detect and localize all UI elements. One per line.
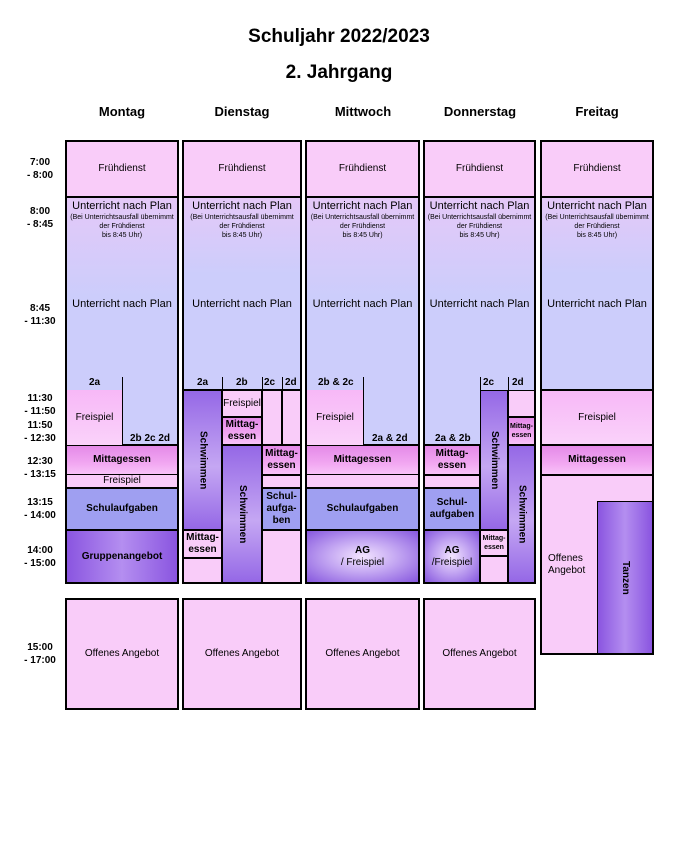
day-header-dienstag: Dienstag xyxy=(214,104,270,119)
time-label: 13:15- 14:00 xyxy=(24,497,56,521)
donnerstag-schwimmen-2c: Schwimmen xyxy=(480,390,508,530)
donnerstag-2c-end xyxy=(480,556,508,583)
time-label: 12:30- 13:15 xyxy=(24,456,56,480)
dienstag-fruehdienst: Frühdienst xyxy=(183,141,301,197)
day-header-mittwoch: Mittwoch xyxy=(334,104,392,119)
donnerstag-schulaufgaben: Schul-aufgaben xyxy=(424,488,480,530)
dienstag-freispiel-2b: Freispiel xyxy=(222,390,262,417)
dienstag-schulaufgaben-2cd: Schul-aufga-ben xyxy=(262,488,301,530)
day-header-montag: Montag xyxy=(98,104,146,119)
montag-gruppenangebot: Gruppenangebot xyxy=(66,530,178,583)
dienstag-mittagessen-2b: Mittag-essen xyxy=(222,417,262,445)
page-title: Schuljahr 2022/2023 xyxy=(248,26,430,47)
time-label: 7:00- 8:00 xyxy=(26,157,54,181)
mittwoch-fruehdienst: Frühdienst xyxy=(306,141,419,197)
day-header-donnerstag: Donnerstag xyxy=(443,104,517,119)
montag-offenes-angebot: Offenes Angebot xyxy=(66,599,178,709)
dienstag-group-2c: 2c xyxy=(264,377,276,388)
donnerstag-ag-freispiel: AG/Freispiel xyxy=(424,530,480,583)
dienstag-schwimmen-2a: Schwimmen xyxy=(183,390,222,530)
donnerstag-mittagessen-2c: Mittag-essen xyxy=(480,530,508,556)
dienstag-2a-end xyxy=(183,558,222,583)
dienstag-group-2b: 2b xyxy=(236,377,248,388)
donnerstag-schwimmen-2d: Schwimmen xyxy=(508,445,535,583)
dienstag-group-2d: 2d xyxy=(285,377,297,388)
mittwoch-mittagessen: Mittagessen xyxy=(306,445,419,475)
mittwoch-group-2b2c: 2b & 2c xyxy=(318,377,354,388)
donnerstag-2d-start xyxy=(508,390,535,417)
montag-fruehdienst: Frühdienst xyxy=(66,141,178,197)
freitag-freispiel: Freispiel xyxy=(541,390,653,445)
donnerstag-fruehdienst: Frühdienst xyxy=(424,141,535,197)
donnerstag-group-2a2b: 2a & 2b xyxy=(435,433,471,444)
time-label: 11:30- 11:50 xyxy=(24,393,56,417)
donnerstag-group-2c: 2c xyxy=(483,377,495,388)
day-header-freitag: Freitag xyxy=(575,104,619,119)
freitag-unterricht: Unterricht nach Plan (Bei Unterrichtsaus… xyxy=(541,197,653,390)
donnerstag-group-2d: 2d xyxy=(512,377,524,388)
donnerstag-mittagessen-2d: Mittag-essen xyxy=(508,417,535,445)
donnerstag-mittagessen-2a2b: Mittag-essen xyxy=(424,445,480,475)
dienstag-offenes-angebot: Offenes Angebot xyxy=(183,599,301,709)
time-label: 14:00- 15:00 xyxy=(24,545,56,569)
dienstag-group-2a: 2a xyxy=(197,377,209,388)
donnerstag-offenes-angebot: Offenes Angebot xyxy=(424,599,535,709)
montag-group-2bcd: 2b 2c 2d xyxy=(130,433,171,444)
dienstag-mittagessen-2a: Mittag-essen xyxy=(183,530,222,558)
dienstag-2cd-gap xyxy=(262,475,301,488)
donnerstag-gap xyxy=(424,475,480,488)
freitag-fruehdienst: Frühdienst xyxy=(541,141,653,197)
montag-mittagessen: Mittagessen xyxy=(66,445,178,475)
time-label: 11:50- 12:30 xyxy=(24,420,56,444)
dienstag-2c xyxy=(262,390,282,445)
montag-freispiel-2: Freispiel xyxy=(66,474,178,488)
freitag-tanzen: Tanzen xyxy=(597,501,653,654)
time-label: 15:00- 17:00 xyxy=(24,642,56,666)
montag-schulaufgaben: Schulaufgaben xyxy=(66,488,178,530)
dienstag-mittagessen-2cd: Mittag-essen xyxy=(262,445,301,475)
time-label: 8:45- 11:30 xyxy=(24,303,56,327)
montag-freispiel: Freispiel xyxy=(66,390,123,446)
dienstag-2cd-end xyxy=(262,530,301,583)
mittwoch-freispiel: Freispiel xyxy=(306,390,364,446)
mittwoch-group-2a2d: 2a & 2d xyxy=(372,433,408,444)
page-subtitle: 2. Jahrgang xyxy=(285,62,393,83)
mittwoch-ag-freispiel: AG/ Freispiel xyxy=(306,530,419,583)
mittwoch-schulaufgaben: Schulaufgaben xyxy=(306,488,419,530)
montag-group-2a: 2a xyxy=(89,377,101,388)
freitag-mittagessen: Mittagessen xyxy=(541,445,653,475)
mittwoch-offenes-angebot: Offenes Angebot xyxy=(306,599,419,709)
mittwoch-gap xyxy=(306,474,419,488)
dienstag-2d xyxy=(282,390,301,445)
dienstag-schwimmen-2b: Schwimmen xyxy=(222,445,262,583)
time-label: 8:00- 8:45 xyxy=(26,206,54,230)
dienstag-unterricht: Unterricht nach Plan (Bei Unterrichtsaus… xyxy=(183,197,301,390)
